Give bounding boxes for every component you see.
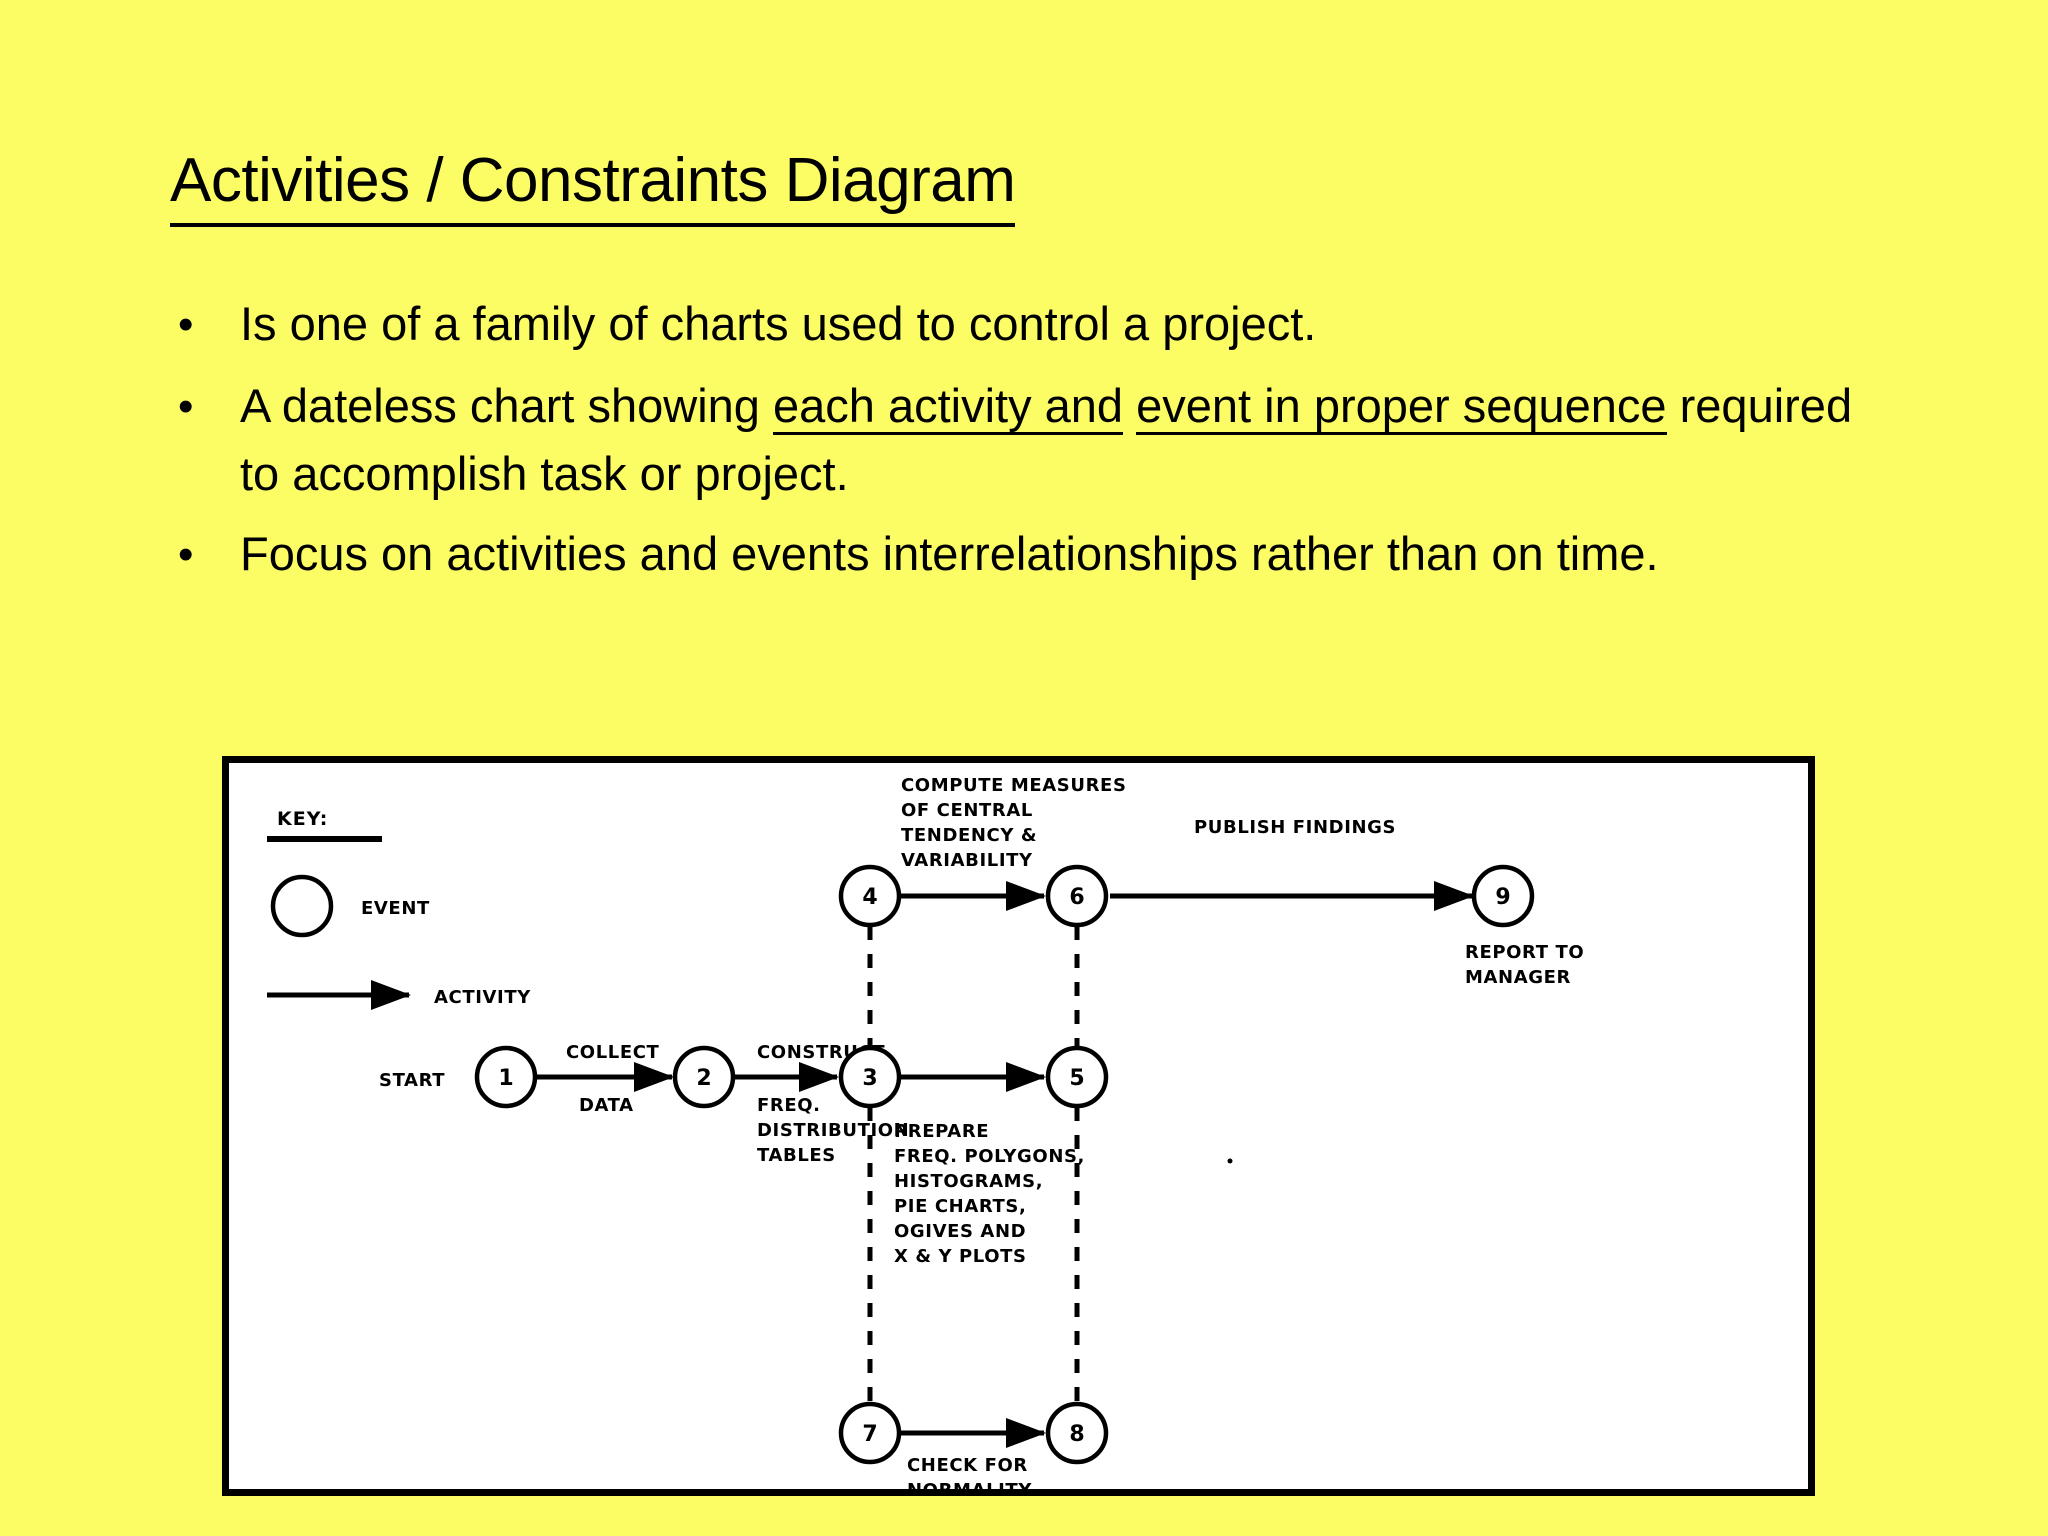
key-activity-label: ACTIVITY <box>434 987 531 1008</box>
lower-chain: 7 8 CHECK FOR NORMALITY <box>838 1401 1109 1489</box>
event-node-3[interactable] <box>838 1045 902 1109</box>
collect-label: COLLECT <box>566 1042 660 1063</box>
diagram-canvas: KEY: EVENT ACTIVITY COMPUTE MEASURES OF … <box>267 775 1584 1489</box>
bullet-marker: • <box>178 382 194 431</box>
bullet-text: A dateless chart showing each activity a… <box>240 372 1870 508</box>
freq-label-line1: FREQ. <box>757 1095 821 1116</box>
event-node-7-label: 7 <box>862 1422 877 1447</box>
prepare-label-line6: X & Y PLOTS <box>894 1246 1027 1267</box>
constraint-lines <box>867 926 1080 1403</box>
bullet-segment: Focus on activities and events interrela… <box>240 527 1659 580</box>
event-node-4-label: 4 <box>862 885 877 910</box>
bullet-text: Focus on activities and events interrela… <box>240 520 1870 588</box>
key-event-circle-icon <box>270 874 334 938</box>
publish-findings-label: PUBLISH FINDINGS <box>1194 817 1396 838</box>
check-label-line2: NORMALITY <box>907 1480 1032 1489</box>
compute-label-line4: VARIABILITY <box>901 850 1033 871</box>
page-title-text: Activities / Constraints Diagram <box>170 146 1016 227</box>
event-node-1-label: 1 <box>498 1066 513 1091</box>
key-title: KEY: <box>277 808 328 830</box>
freq-label-line3: TABLES <box>757 1145 836 1166</box>
bullet-segment: Is one of a family of charts used to con… <box>240 297 1317 350</box>
list-item: • A dateless chart showing each activity… <box>170 372 1870 508</box>
bullet-marker: • <box>178 300 194 349</box>
event-node-5-label: 5 <box>1069 1066 1084 1091</box>
report-label-line1: REPORT TO <box>1465 942 1584 963</box>
bullet-text: Is one of a family of charts used to con… <box>240 290 1870 358</box>
bullet-segment: A dateless chart showing <box>240 379 773 432</box>
activities-constraints-diagram: KEY: EVENT ACTIVITY COMPUTE MEASURES OF … <box>222 756 1815 1496</box>
list-item: • Is one of a family of charts used to c… <box>170 290 1870 360</box>
event-node-9[interactable] <box>1471 864 1535 928</box>
compute-label-line1: COMPUTE MEASURES <box>901 775 1127 796</box>
compute-label-line2: OF CENTRAL <box>901 800 1033 821</box>
event-node-7[interactable] <box>838 1401 902 1465</box>
bullet-marker: • <box>178 530 194 579</box>
bullet-segment: required to accomplish task or project. <box>240 379 1853 500</box>
prepare-label-line4: PIE CHARTS, <box>894 1196 1026 1217</box>
report-label-line2: MANAGER <box>1465 967 1571 988</box>
event-node-9-label: 9 <box>1495 885 1510 910</box>
event-node-8-label: 8 <box>1069 1422 1084 1447</box>
prepare-label-line5: OGIVES AND <box>894 1221 1026 1242</box>
page-title: Activities / Constraints Diagram <box>170 146 1016 227</box>
freq-label-line2: DISTRIBUTION <box>757 1120 909 1141</box>
event-node-2[interactable] <box>672 1045 736 1109</box>
event-node-2-label: 2 <box>696 1066 711 1091</box>
bullet-list: • Is one of a family of charts used to c… <box>170 290 1870 602</box>
key-event-label: EVENT <box>361 898 430 919</box>
list-item: • Focus on activities and events interre… <box>170 520 1870 590</box>
prepare-label-line1: PREPARE <box>894 1121 989 1142</box>
check-label-line1: CHECK FOR <box>907 1455 1028 1476</box>
event-node-5[interactable] <box>1045 1045 1109 1109</box>
diagram-key: KEY: EVENT ACTIVITY <box>267 808 531 1010</box>
event-node-6[interactable] <box>1045 864 1109 928</box>
bullet-segment-underlined: each activity and <box>772 379 1124 435</box>
bullet-segment-underlined: event in proper sequence <box>1136 379 1667 435</box>
prepare-label-line3: HISTOGRAMS, <box>894 1171 1043 1192</box>
event-node-3-label: 3 <box>862 1066 877 1091</box>
data-label: DATA <box>579 1095 634 1116</box>
bullet-segment <box>1123 379 1136 432</box>
event-node-8[interactable] <box>1045 1401 1109 1465</box>
start-label: START <box>379 1070 445 1091</box>
prepare-label-line2: FREQ. POLYGONS, <box>894 1146 1085 1167</box>
event-node-1[interactable] <box>474 1045 538 1109</box>
event-node-6-label: 6 <box>1069 885 1084 910</box>
scan-artifact-dot <box>1227 1158 1233 1164</box>
middle-chain: START 1 COLLECT DATA 2 CONSTRUCT FREQ. D… <box>379 1042 1109 1267</box>
upper-chain: COMPUTE MEASURES OF CENTRAL TENDENCY & V… <box>838 775 1584 988</box>
compute-label-line3: TENDENCY & <box>901 825 1037 846</box>
event-node-4[interactable] <box>838 864 902 928</box>
